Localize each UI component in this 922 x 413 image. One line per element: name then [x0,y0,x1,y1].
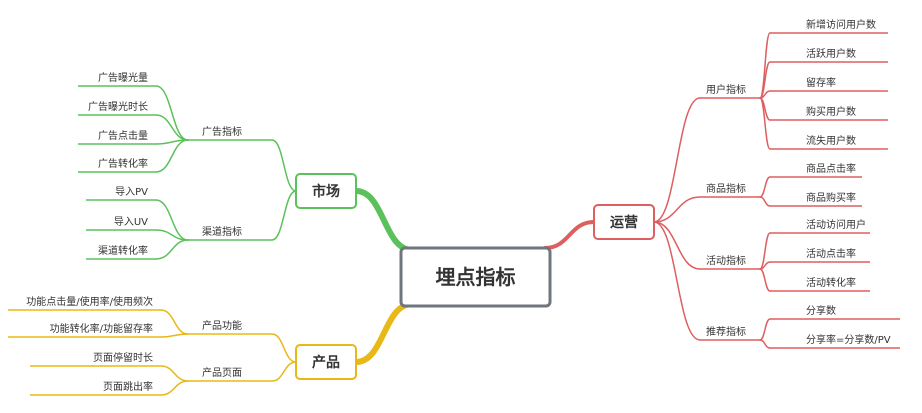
leaf-label-market-0-2: 广告点击量 [98,129,148,142]
connector-product-0-item-1 [160,333,189,338]
branch-node-ops-label: 运营 [610,214,638,231]
branch-node-ops: 运营 [593,204,655,240]
leaf-label-ops-0-4: 流失用户数 [806,134,856,147]
leaf-label-ops-0-3: 购买用户数 [806,105,856,118]
leaf-label-market-1-0: 导入PV [115,186,148,198]
connector-ops-0-item-4 [759,97,771,150]
connector-market-1-item-0 [155,199,189,241]
connector-ops-2-item-0 [759,232,771,270]
connector-market-group-0 [271,139,297,192]
connector-ops-1-item-1 [759,196,771,207]
connector-product-1-item-1 [160,380,189,396]
connector-market-group-1 [271,190,297,241]
connector-ops-group-0 [653,97,701,223]
nodes: 埋点指标 市场 产品 运营 [295,173,655,380]
connector-root-ops [543,220,596,250]
branch-node-product-box [295,344,357,380]
leaf-label-ops-0-2: 留存率 [806,76,836,89]
connector-market-0-item-0 [155,85,189,141]
group-label-ops-3: 推荐指标 [706,325,746,338]
connector-product-0-item-0 [160,309,189,335]
connector-ops-0-item-0 [759,32,771,99]
group-label-ops-0: 用户指标 [706,83,746,96]
leaf-label-product-0-0: 功能点击量/使用率/使用频次 [26,295,153,308]
leaf-label-product-0-1: 功能转化率/功能留存率 [50,322,153,335]
leaf-label-product-1-0: 页面停留时长 [93,351,153,364]
connector-ops-3-item-1 [759,339,771,349]
connector-root-product [353,301,415,365]
connector-ops-group-3 [653,221,701,341]
branch-node-market-label: 市场 [312,183,340,200]
connectors [8,32,900,396]
branch-node-ops-box [593,204,655,240]
leaf-label-ops-2-0: 活动访问用户 [806,218,866,231]
root-node-label: 埋点指标 [436,265,516,289]
root-node: 埋点指标 [399,246,552,308]
leaf-label-ops-1-0: 商品点击率 [806,162,856,175]
leaf-label-market-0-3: 广告转化率 [98,157,148,170]
leaf-label-market-0-1: 广告曝光时长 [88,100,148,113]
leaf-label-market-0-0: 广告曝光量 [98,71,148,84]
group-label-ops-1: 商品指标 [706,182,746,195]
leaf-label-ops-3-0: 分享数 [806,304,836,317]
connector-ops-2-item-2 [759,268,771,292]
branch-node-market-box [295,173,357,209]
connector-market-0-item-3 [155,139,189,173]
connector-market-0-item-1 [155,114,189,141]
leaf-label-ops-0-0: 新增访问用户数 [806,18,876,31]
group-label-market-1: 渠道指标 [202,225,242,238]
connector-ops-2-item-1 [759,261,771,270]
group-label-product-0: 产品功能 [202,319,242,332]
connector-ops-1-item-0 [759,176,771,198]
leaf-label-ops-2-1: 活动点击率 [806,247,856,260]
group-label-ops-2: 活动指标 [706,254,746,267]
root-node-box [399,246,552,308]
leaf-label-ops-2-2: 活动转化率 [806,276,856,289]
group-label-product-1: 产品页面 [202,366,242,379]
leaf-label-product-1-1: 页面跳出率 [103,380,153,393]
leaf-label-ops-3-1: 分享率=分享数/PV [806,333,891,346]
connector-ops-3-item-0 [759,318,771,341]
connector-market-1-item-2 [155,239,189,260]
connector-ops-group-1 [653,196,701,223]
connector-ops-group-2 [653,221,701,270]
connector-ops-0-item-1 [759,61,771,99]
branch-node-market: 市场 [295,173,357,209]
branch-node-product-label: 产品 [312,354,340,371]
leaf-label-ops-0-1: 活跃用户数 [806,47,856,60]
connector-product-group-0 [271,333,297,363]
branch-node-product: 产品 [295,344,357,380]
connector-root-market [353,188,415,253]
connector-product-1-item-0 [160,365,189,382]
leaf-label-market-1-1: 导入UV [114,216,148,228]
leaf-label-ops-1-1: 商品购买率 [806,191,856,204]
group-label-market-0: 广告指标 [202,125,242,138]
leaf-label-market-1-2: 渠道转化率 [98,244,148,257]
connector-product-group-1 [271,361,297,382]
